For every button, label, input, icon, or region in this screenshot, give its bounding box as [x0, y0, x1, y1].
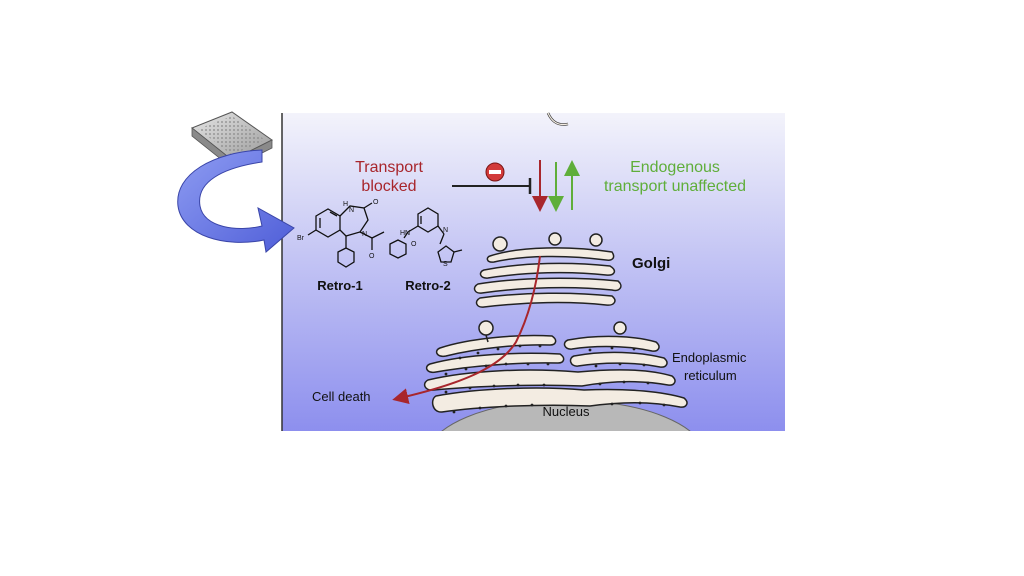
retro1-atom-br: Br — [297, 235, 305, 242]
transport-blocked-label-2: blocked — [361, 178, 416, 195]
screen-arrow-icon — [177, 149, 295, 253]
golgi-apparatus — [473, 232, 622, 308]
retro1-atom-n1: N — [349, 207, 354, 214]
retro2-atom-o: O — [411, 241, 417, 248]
retrograde-path — [392, 255, 541, 404]
er-label-2: reticulum — [684, 368, 737, 383]
retro1-atom-o2: O — [369, 253, 375, 260]
golgi-label: Golgi — [632, 255, 670, 272]
endogenous-label-1: Endogenous — [630, 159, 720, 176]
retro2-label: Retro-2 — [405, 278, 451, 293]
inhibitor-icon — [485, 162, 505, 182]
retro2-atom-s: S — [443, 261, 448, 268]
endoplasmic-reticulum — [423, 320, 688, 413]
retro2-atom-n: N — [443, 227, 448, 234]
retro2-molecule — [389, 207, 463, 263]
retro1-label: Retro-1 — [317, 278, 363, 293]
nucleus-label: Nucleus — [543, 404, 590, 419]
er-label-1: Endoplasmic — [672, 350, 747, 365]
cell-death-label: Cell death — [312, 389, 371, 404]
ribosomes — [444, 344, 666, 414]
retro1-atom-h: H — [343, 201, 348, 208]
retro1-atom-n2: N — [362, 231, 367, 238]
endogenous-label-2: transport unaffected — [604, 178, 746, 195]
retro1-atom-o1: O — [373, 199, 379, 206]
transport-blocked-label-1: Transport — [355, 159, 423, 176]
retro1-molecule — [307, 202, 385, 268]
retro2-atom-hn: HN — [400, 230, 410, 237]
